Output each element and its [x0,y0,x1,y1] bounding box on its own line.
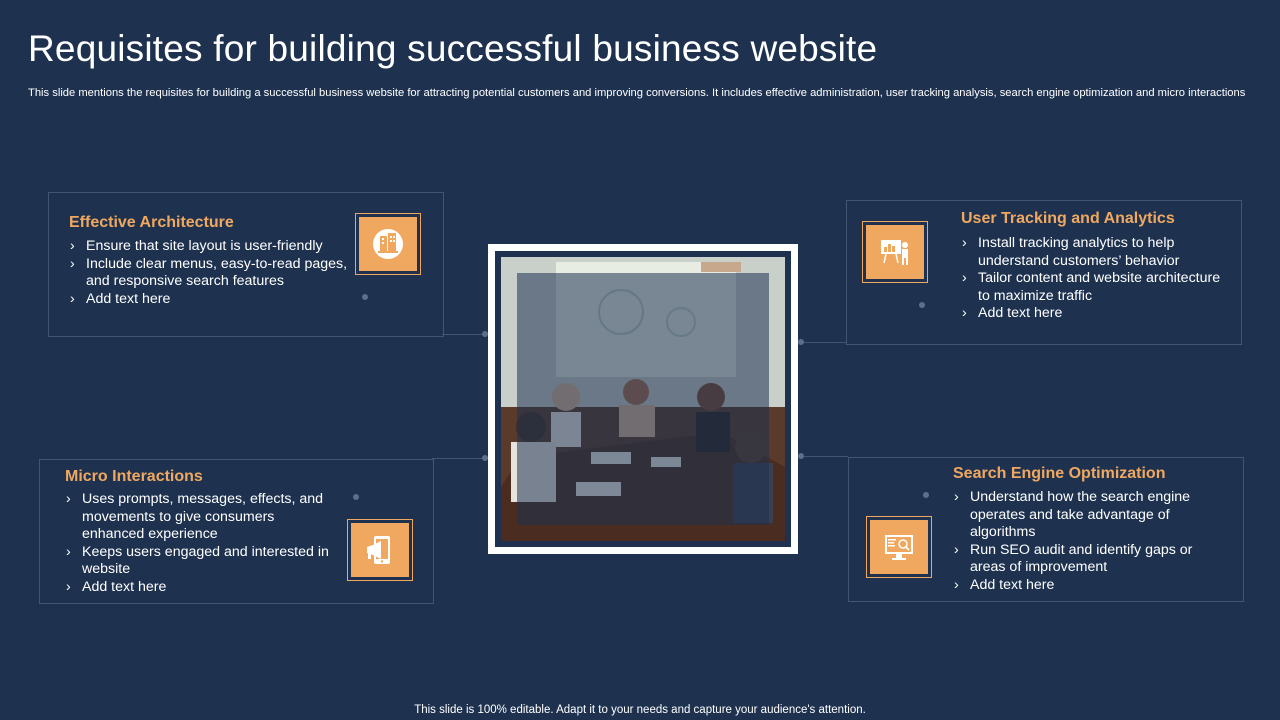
bullet-item: Understand how the search engine operate… [952,489,1222,542]
footer-note: This slide is 100% editable. Adapt it to… [414,704,866,716]
bullet-item: Uses prompts, messages, effects, and mov… [64,491,334,544]
card-dot [923,492,929,498]
icon-frame [866,516,932,578]
connector-dot [798,339,804,345]
bullet-item: Add text here [952,577,1222,595]
monitor-search-icon [870,520,928,574]
card-title: Search Engine Optimization [953,465,1166,482]
icon-frame [355,213,421,275]
connector-dot [798,453,804,459]
card-dot [362,294,368,300]
slide-subtitle: This slide mentions the requisites for b… [28,87,1246,99]
card-bullets: Understand how the search engine operate… [952,489,1222,595]
card-bullets: Ensure that site layout is user-friendly… [68,238,358,308]
card-title: Micro Interactions [65,468,203,485]
building-icon [359,217,417,271]
presentation-icon [866,225,924,279]
mobile-megaphone-icon [351,523,409,577]
card-frame [848,457,1244,602]
card-dot [353,494,359,500]
connector-line [432,458,488,459]
meeting-photo-frame [488,244,798,554]
icon-frame [862,221,928,283]
card-bullets: Uses prompts, messages, effects, and mov… [64,491,334,597]
connector-dot [482,331,488,337]
card-bullets: Install tracking analytics to help under… [960,235,1230,323]
card-dot [919,302,925,308]
bullet-item: Add text here [68,291,358,309]
slide-title: Requisites for building successful busin… [28,28,878,69]
bullet-item: Install tracking analytics to help under… [960,235,1230,270]
connector-line [442,334,488,335]
bullet-item: Include clear menus, easy-to-read pages,… [68,256,358,291]
bullet-item: Tailor content and website architecture … [960,270,1230,305]
icon-frame [347,519,413,581]
card-title: User Tracking and Analytics [961,210,1175,227]
bullet-item: Run SEO audit and identify gaps or areas… [952,542,1222,577]
card-frame [39,459,434,604]
connector-line [798,456,848,457]
photo-overlay [517,273,769,525]
connector-line [798,342,846,343]
card-frame [846,200,1242,345]
bullet-item: Keeps users engaged and interested in we… [64,544,334,579]
bullet-item: Add text here [960,305,1230,323]
bullet-item: Add text here [64,579,334,597]
bullet-item: Ensure that site layout is user-friendly [68,238,358,256]
card-title: Effective Architecture [69,214,234,231]
connector-dot [482,455,488,461]
card-frame [48,192,444,337]
